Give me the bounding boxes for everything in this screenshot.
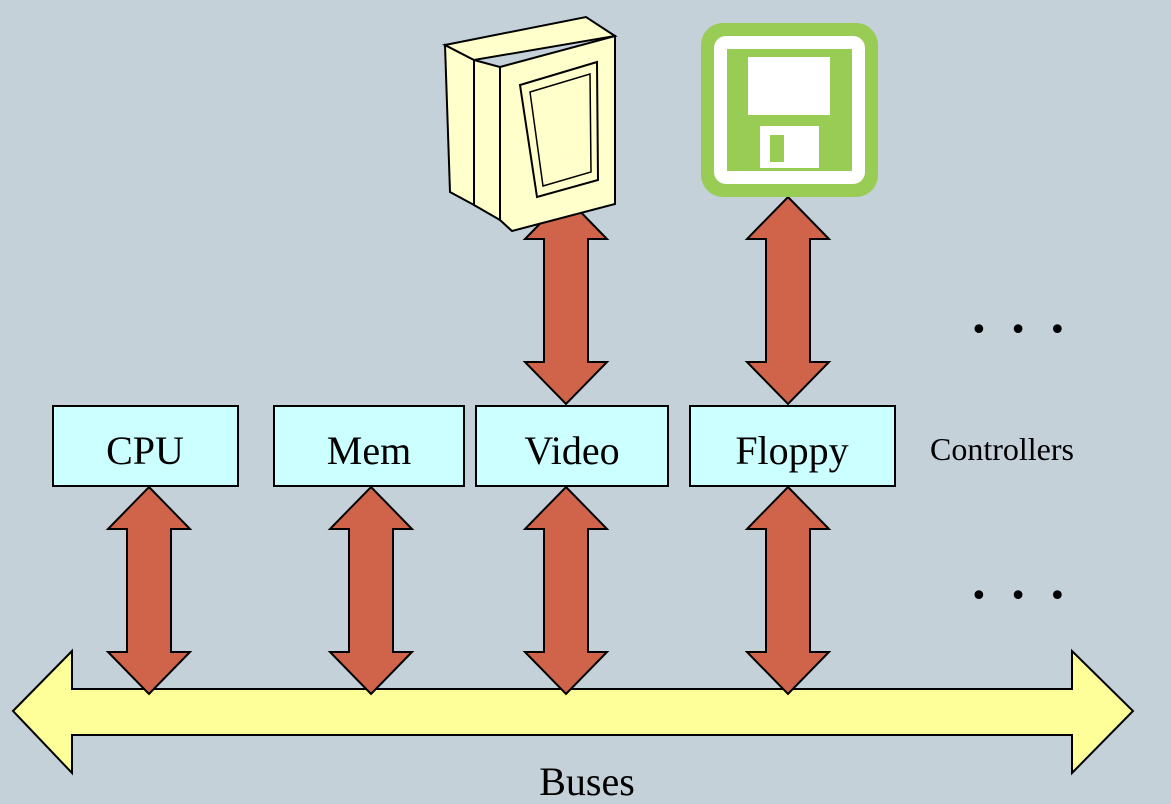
monitor-icon [442, 15, 618, 233]
floppy-disk-floppy-arrow [744, 195, 832, 406]
bus-arrow [11, 648, 1135, 776]
controller-cpu: CPU [52, 405, 239, 487]
controller-floppy: Floppy [689, 405, 896, 487]
controller-cpu-label: CPU [106, 428, 184, 473]
video-bus-arrow [522, 485, 610, 696]
devices-ellipsis: • • • [970, 313, 1072, 348]
buses-label: Buses [539, 759, 635, 804]
controller-video-label: Video [524, 428, 619, 473]
monitor-video-arrow [522, 195, 610, 406]
mem-bus-arrow [327, 485, 415, 696]
controller-floppy-label: Floppy [735, 428, 848, 473]
floppy-disk-icon [701, 23, 878, 197]
controllers-ellipsis: • • • [970, 579, 1072, 614]
controller-video: Video [475, 405, 669, 487]
controller-mem-label: Mem [327, 428, 411, 473]
controllers-label: Controllers [930, 431, 1074, 467]
cpu-bus-arrow [105, 485, 193, 696]
controller-mem: Mem [273, 405, 465, 487]
floppy-bus-arrow [744, 485, 832, 696]
